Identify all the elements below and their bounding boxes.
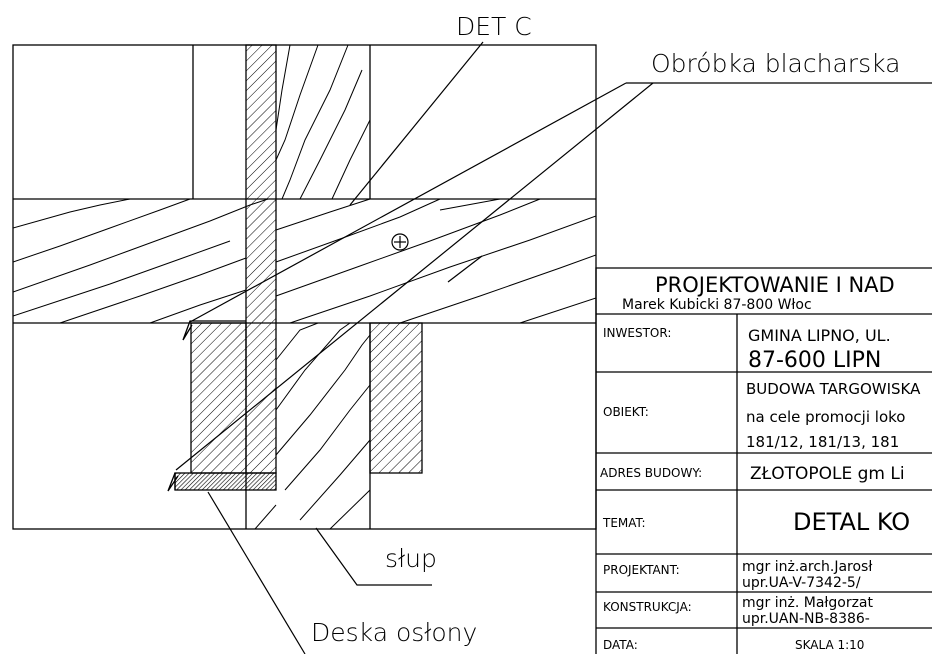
beam-wood-grain [13, 198, 596, 324]
label-projektant: PROJEKTANT: [603, 563, 680, 577]
label-konstrukcja: KONSTRUKCJA: [603, 600, 692, 614]
skala-value: SKALA 1:10 [795, 638, 864, 652]
obiekt-line3: 181/12, 181/13, 181 [746, 433, 899, 451]
cover-board-right [369, 322, 423, 474]
adres-budowy-value: ZŁOTOPOLE gm Li [750, 464, 905, 484]
deska-label: Deska osłony [311, 618, 477, 647]
obiekt-line2: na cele promocji loko [746, 408, 905, 426]
slup-label: słup [385, 544, 437, 573]
projektant-line1: mgr inż.arch.Jarosł [742, 559, 872, 575]
deska-oslony-strip [174, 472, 277, 491]
hatched-sections [174, 44, 423, 529]
detail-label: DET C [456, 12, 532, 41]
konstrukcja-line2: upr.UAN-NB-8386- [742, 611, 870, 627]
obiekt-line1: BUDOWA TARGOWISKA [746, 380, 921, 398]
label-temat: TEMAT: [602, 516, 646, 530]
projektant-line2: upr.UA-V-7342-5/ [742, 575, 861, 591]
konstrukcja-line1: mgr inż. Małgorzat [742, 595, 874, 611]
bolt-symbol [391, 233, 409, 251]
flashing-hooks [167, 320, 246, 492]
label-obiekt: OBIEKT: [603, 405, 649, 419]
label-inwestor: INWESTOR: [603, 326, 671, 340]
leader-lines [175, 41, 932, 654]
firm-address: Marek Kubicki 87-800 Włoc [622, 297, 812, 313]
cover-board-left [190, 322, 247, 474]
inwestor-line1: GMINA LIPNO, UL. [748, 326, 891, 345]
post-wood-grain [254, 44, 371, 530]
firm-title: PROJEKTOWANIE I NAD [655, 273, 895, 297]
label-adres-budowy: ADRES BUDOWY: [600, 466, 702, 480]
title-block: PROJEKTOWANIE I NAD Marek Kubicki 87-800… [595, 267, 932, 654]
temat-value: DETAL KO [793, 508, 910, 536]
obrobka-label: Obróbka blacharska [651, 49, 900, 78]
label-data: DATA: [603, 638, 638, 652]
inwestor-line2: 87-600 LIPN [748, 348, 881, 373]
